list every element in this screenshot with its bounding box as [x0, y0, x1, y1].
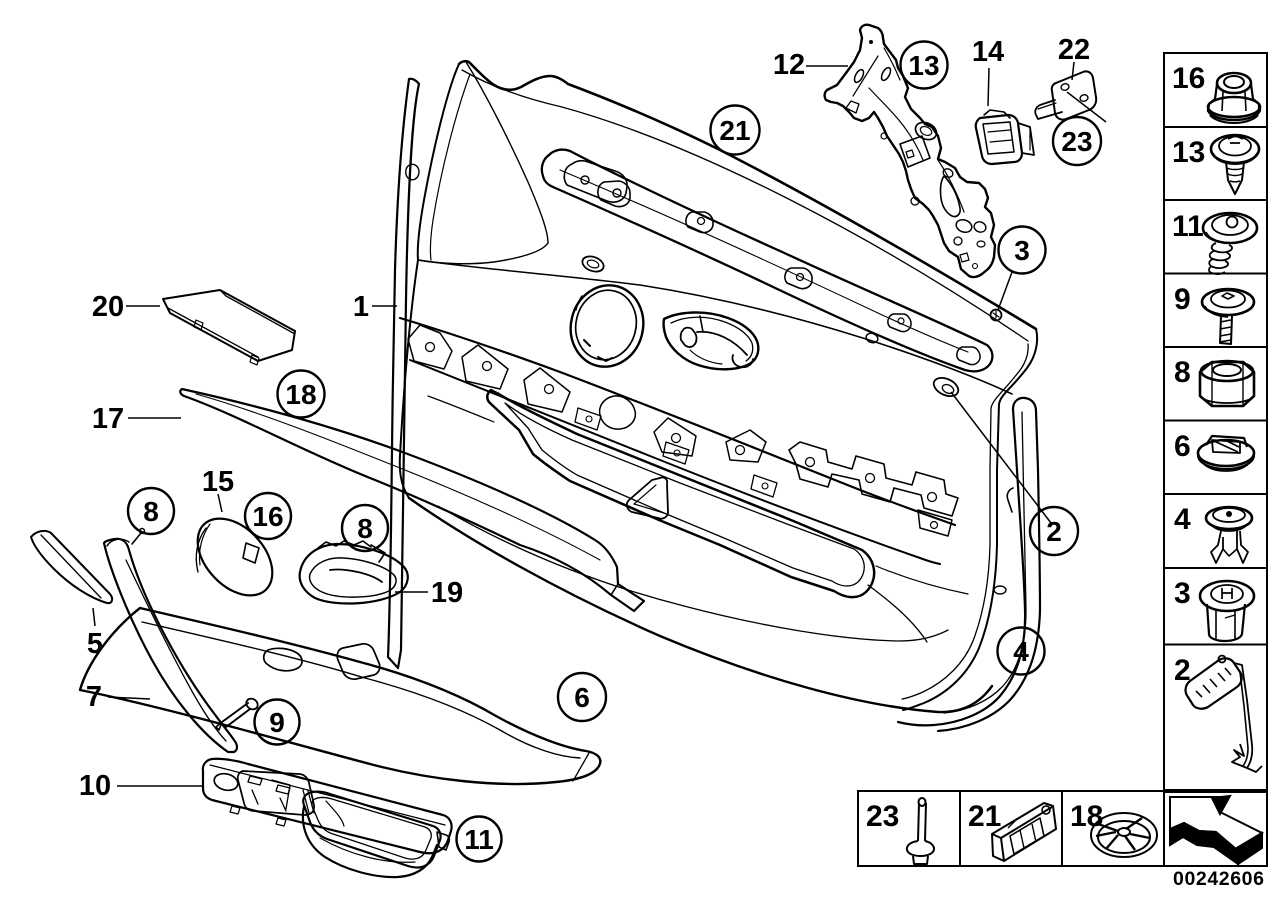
svg-text:22: 22 — [1058, 34, 1090, 66]
svg-text:5: 5 — [87, 628, 103, 660]
svg-text:15: 15 — [202, 466, 234, 498]
svg-text:9: 9 — [269, 707, 285, 738]
svg-text:23: 23 — [1061, 126, 1092, 157]
svg-text:21: 21 — [719, 115, 750, 146]
svg-text:7: 7 — [86, 681, 102, 713]
svg-text:14: 14 — [972, 36, 1004, 68]
svg-text:16: 16 — [252, 501, 283, 532]
svg-text:18: 18 — [1070, 800, 1103, 833]
svg-text:1: 1 — [353, 291, 369, 323]
svg-text:21: 21 — [968, 800, 1001, 833]
svg-text:12: 12 — [773, 49, 805, 81]
svg-text:13: 13 — [1172, 136, 1205, 169]
svg-text:13: 13 — [908, 50, 939, 81]
svg-text:00242606: 00242606 — [1173, 868, 1265, 890]
svg-text:3: 3 — [1174, 577, 1191, 610]
svg-text:16: 16 — [1172, 62, 1205, 95]
svg-text:20: 20 — [92, 291, 124, 323]
svg-text:6: 6 — [1174, 430, 1191, 463]
svg-text:19: 19 — [431, 577, 463, 609]
svg-text:8: 8 — [143, 496, 159, 527]
svg-text:11: 11 — [464, 824, 494, 855]
svg-text:11: 11 — [1172, 210, 1204, 243]
svg-text:2: 2 — [1046, 516, 1062, 547]
svg-text:10: 10 — [79, 770, 111, 802]
svg-text:18: 18 — [285, 379, 316, 410]
svg-text:8: 8 — [357, 513, 373, 544]
svg-text:4: 4 — [1174, 503, 1191, 536]
svg-text:2: 2 — [1174, 654, 1191, 687]
svg-text:3: 3 — [1014, 235, 1030, 266]
svg-text:17: 17 — [92, 403, 124, 435]
svg-text:8: 8 — [1174, 356, 1191, 389]
svg-text:9: 9 — [1174, 283, 1191, 316]
svg-text:6: 6 — [574, 682, 590, 713]
svg-text:4: 4 — [1013, 636, 1029, 667]
svg-text:23: 23 — [866, 800, 899, 833]
